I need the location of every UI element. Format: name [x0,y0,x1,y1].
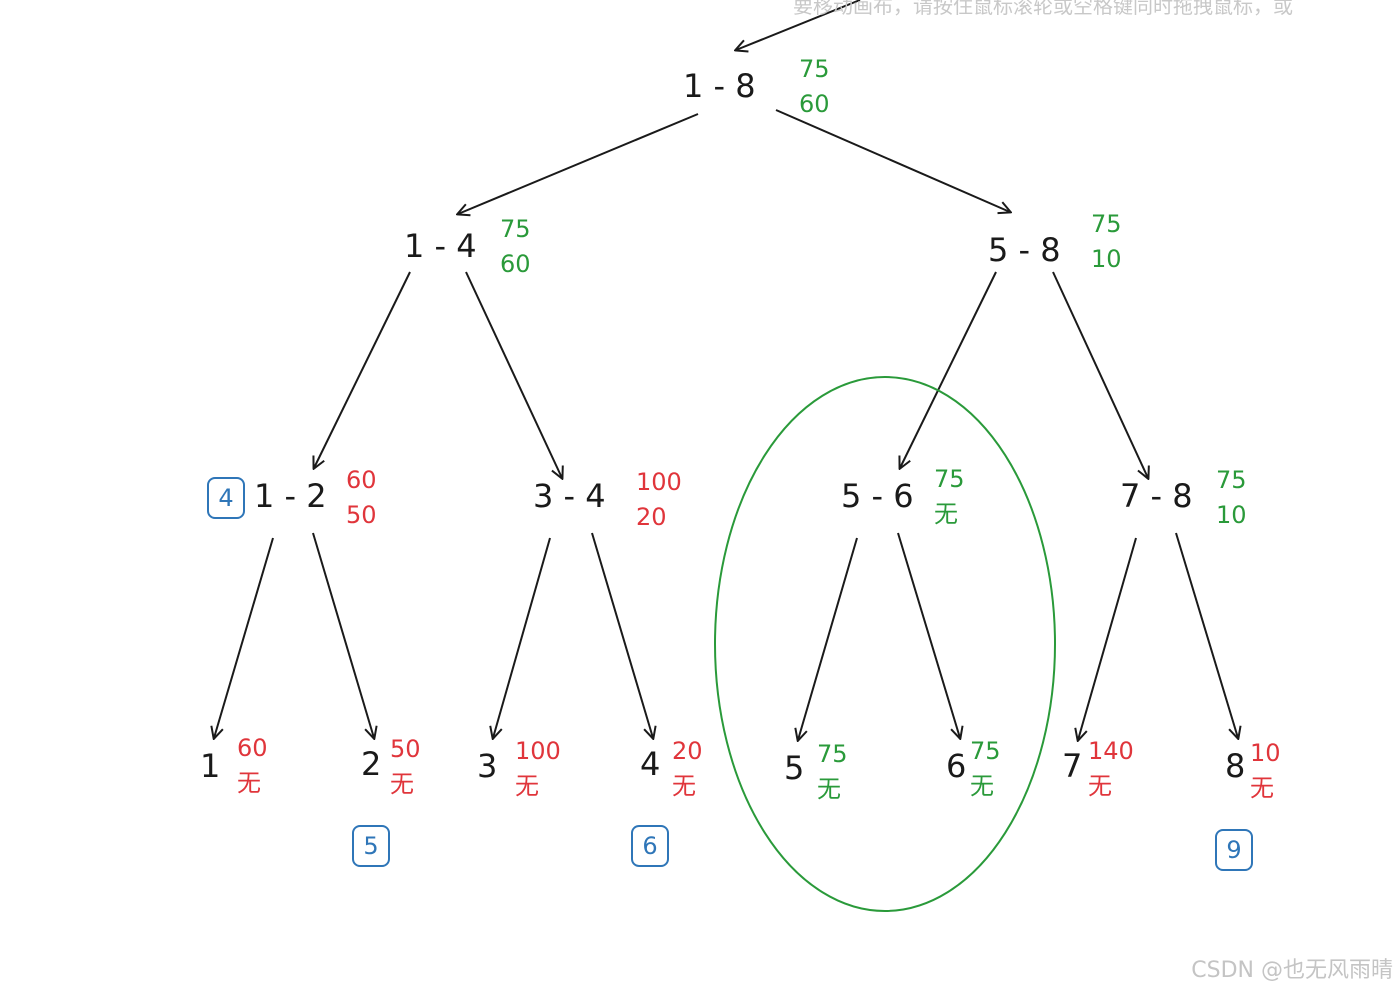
node-value-top: 140 [1088,737,1134,765]
node-value-bottom: 无 [515,772,539,800]
order-badge: 9 [1215,829,1253,871]
node-value-bottom: 无 [237,769,261,797]
edge-18-58 [775,109,1010,212]
node-label-3-4: 3 - 4 [533,477,606,515]
node-label-5-6: 5 - 6 [841,477,914,515]
node-label-leaf-1: 1 [200,747,221,785]
node-value-top: 75 [817,740,848,768]
edge-78-7 [1078,537,1137,740]
edge-14-12 [314,271,411,468]
node-values-leaf-6: 75 无 [970,734,1001,804]
node-values-leaf-2: 50 无 [390,732,421,802]
edge-34-3 [493,537,551,738]
node-value-top: 75 [1091,210,1122,238]
node-label-1-8: 1 - 8 [683,67,756,105]
node-label-leaf-3: 3 [477,747,498,785]
node-value-bottom: 60 [799,90,830,118]
node-label-leaf-8: 8 [1225,747,1246,785]
node-values-1-8: 75 60 [799,52,830,122]
node-value-top: 75 [500,215,531,243]
node-value-bottom: 无 [817,775,841,803]
node-value-bottom: 无 [970,772,994,800]
node-value-bottom: 20 [636,503,667,531]
node-value-bottom: 60 [500,250,531,278]
node-label-leaf-4: 4 [640,745,661,783]
node-label-leaf-5: 5 [784,749,805,787]
node-value-top: 100 [636,468,682,496]
node-value-top: 20 [672,737,703,765]
node-value-top: 75 [799,55,830,83]
node-values-leaf-3: 100 无 [515,734,561,804]
node-value-top: 60 [237,734,268,762]
node-label-1-4: 1 - 4 [404,227,477,265]
node-value-bottom: 无 [672,772,696,800]
node-label-7-8: 7 - 8 [1120,477,1193,515]
node-value-bottom: 无 [934,500,958,528]
canvas-hint-text: 要移动画布，请按住鼠标滚轮或空格键同时拖拽鼠标，或 [793,0,1293,18]
node-values-1-2: 60 50 [346,463,377,533]
order-badge: 6 [631,825,669,867]
watermark-text: CSDN @也无风雨晴 [1191,958,1393,983]
node-label-leaf-7: 7 [1062,747,1083,785]
order-badge: 4 [207,477,245,519]
node-values-leaf-7: 140 无 [1088,734,1134,804]
node-value-top: 75 [970,737,1001,765]
node-values-leaf-5: 75 无 [817,737,848,807]
node-value-bottom: 无 [1088,772,1112,800]
node-value-bottom: 50 [346,501,377,529]
node-values-5-6: 75 无 [934,462,965,532]
node-values-5-8: 75 10 [1091,207,1122,277]
node-label-leaf-2: 2 [361,745,382,783]
node-values-7-8: 75 10 [1216,463,1247,533]
node-value-bottom: 无 [390,770,414,798]
highlight-ellipse [714,376,1056,912]
node-values-1-4: 75 60 [500,212,531,282]
edge-58-78 [1052,271,1148,478]
node-value-top: 75 [1216,466,1247,494]
edge-56-5 [798,537,858,740]
node-label-leaf-6: 6 [946,747,967,785]
node-label-5-8: 5 - 8 [988,231,1061,269]
node-value-bottom: 10 [1216,501,1247,529]
node-value-top: 50 [390,735,421,763]
edge-12-2 [312,532,374,738]
node-label-1-2: 1 - 2 [254,477,327,515]
edge-34-4 [591,532,653,738]
edge-18-14 [458,113,699,214]
node-values-3-4: 100 20 [636,465,682,535]
edge-top-in [736,0,861,50]
edge-78-8 [1175,532,1238,738]
edge-12-1 [214,537,274,738]
node-value-top: 60 [346,466,377,494]
edge-14-34 [465,271,562,478]
order-badge: 5 [352,825,390,867]
node-value-top: 10 [1250,739,1281,767]
node-value-top: 100 [515,737,561,765]
node-values-leaf-4: 20 无 [672,734,703,804]
node-value-bottom: 无 [1250,774,1274,802]
node-value-bottom: 10 [1091,245,1122,273]
node-values-leaf-8: 10 无 [1250,736,1281,806]
node-values-leaf-1: 60 无 [237,731,268,801]
edge-56-6 [897,532,960,738]
node-value-top: 75 [934,465,965,493]
edge-58-56 [900,271,997,468]
